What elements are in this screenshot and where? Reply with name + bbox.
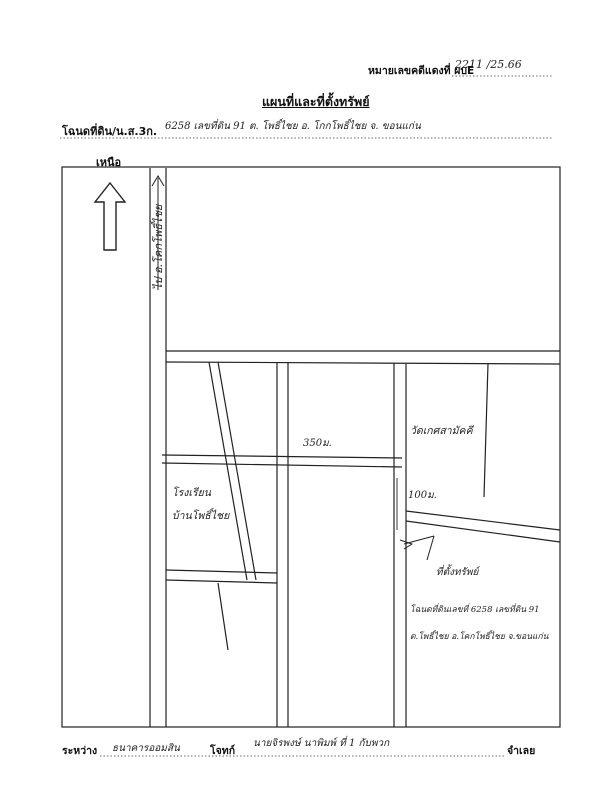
property-note-line1: โฉนดที่ดินเลขที่ 6258 เลขที่ดิน 91 [410,603,540,615]
school-label-line1: โรงเรียน [172,486,212,499]
case-number-label: หมายเลขคดีแดงที่ ผบE [368,65,475,77]
upper-road-bottom-edge [165,361,561,365]
middle-road-bottom-edge [161,462,403,468]
temple-boundary-line [483,363,489,498]
distance-vertical-label: 100ม. [408,490,437,501]
deed-label: โฉนดที่ดิน/น.ส.3ก. [62,125,158,138]
north-label: เหนือ [96,156,122,169]
property-note-line2: ต.โพธิ์ไชย อ.โคกโพธิ์ไชย จ.ขอนแก่น [410,630,549,642]
lower-road-bottom-edge [165,579,278,584]
temple-label: วัดเกศสามัคคี [410,425,475,437]
case-number-value: 2211 /25.66 [455,58,522,71]
map-frame [61,166,561,728]
deed-details: 6258 เลขที่ดิน 91 ต. โพธิ์ไชย อ. โกกโพธิ… [165,121,421,132]
property-label: ที่ตั้งทรัพย์ [436,564,480,578]
diagonal-road-left-edge [208,361,248,581]
footer-plaintiff-label: โจทก์ [210,745,236,757]
footer-defendant-label: จำเลย [507,745,536,757]
right-lane-top-edge [405,510,561,531]
diagonal-road-right-edge [217,361,257,581]
footer-between-label: ระหว่าง [62,745,98,757]
footer-bank-name: ธนาคารออมสิน [112,743,180,754]
north-arrow-icon [93,181,127,251]
right-lane-bottom-edge [405,520,561,543]
middle-road-top-edge [161,454,403,459]
lower-lane-edge [217,582,229,651]
property-pointer-arrow-icon [426,535,435,561]
page-title: แผนที่และที่ตั้งทรัพย์ [262,94,370,109]
school-label-line2: บ้านโพธิ์ไชย [172,507,230,522]
footer-plaintiff-name: นายจิรพงษ์ นาพิมพ์ ที่ 1 กับพวก [253,738,390,749]
lower-road-top-edge [165,569,278,574]
distance-horizontal-label: 350ม. [303,438,332,449]
road-label: ไป อ.โคกโพธิ์ไชย [150,203,165,290]
